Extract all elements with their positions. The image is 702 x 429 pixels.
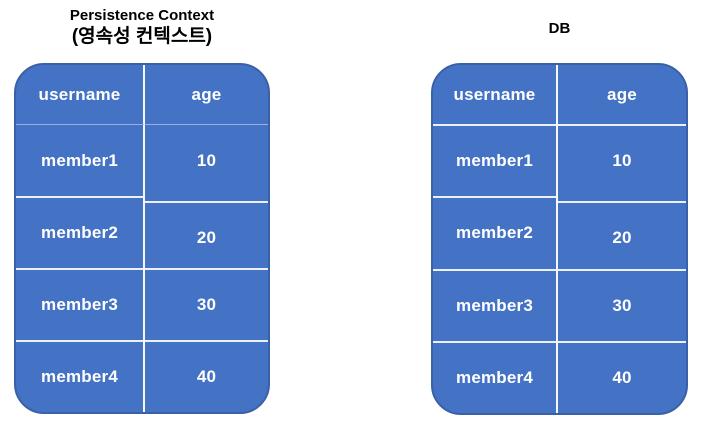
pc-column-header-username: username — [16, 65, 145, 124]
db-cell-member2-username: member2 — [433, 196, 558, 269]
pc-cell-member1-username: member1 — [16, 124, 145, 196]
persistence-context-title: Persistence Context (영속성 컨텍스트) — [14, 7, 270, 48]
db-cell-member4-age: 40 — [558, 340, 686, 413]
pc-cell-member2-age: 20 — [145, 201, 268, 273]
persistence-context-title-line2: (영속성 컨텍스트) — [71, 25, 213, 47]
db-column-header-age: age — [607, 84, 637, 104]
db-title: DB — [431, 20, 688, 39]
persistence-context-title-line1: Persistence Context — [69, 7, 215, 24]
persistence-context-table: username age member1 10 member2 20 membe… — [14, 63, 270, 414]
pc-cell-member3-age: 30 — [145, 268, 268, 340]
db-title-text: DB — [548, 20, 571, 37]
db-cell-member3-username: member3 — [433, 268, 558, 341]
pc-cell-member4-age: 40 — [145, 340, 268, 412]
db-cell-member1-username: member1 — [433, 124, 558, 197]
pc-cell-member1-age: 10 — [145, 124, 268, 196]
db-cell-member4-username: member4 — [433, 340, 558, 413]
pc-cell-member4-username: member4 — [16, 340, 145, 412]
db-table: username age member1 10 member2 20 membe… — [431, 63, 688, 415]
pc-cell-member3-username: member3 — [16, 268, 145, 340]
pc-cell-member2-username: member2 — [16, 196, 145, 268]
db-cell-member1-age: 10 — [558, 124, 686, 196]
db-column-header-username: username — [433, 65, 558, 124]
db-cell-member3-age: 30 — [558, 268, 686, 341]
db-cell-member2-age: 20 — [558, 201, 686, 273]
pc-column-header-age: age — [191, 84, 222, 104]
